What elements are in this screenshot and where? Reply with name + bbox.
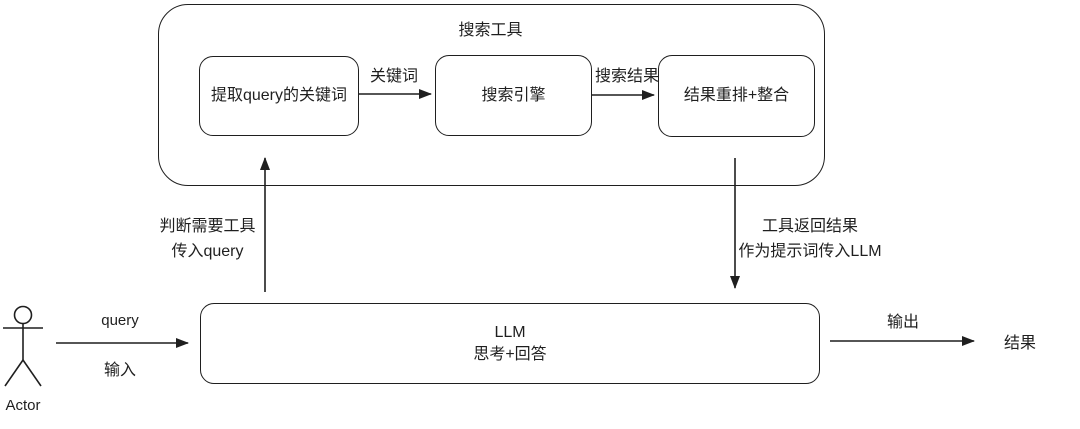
node-extract-keywords-label: 提取query的关键词 bbox=[210, 87, 348, 104]
node-llm-title: LLM bbox=[494, 323, 526, 341]
input-arrow-label-top: query bbox=[101, 312, 139, 329]
result-text: 结果 bbox=[1003, 335, 1036, 352]
node-rerank-merge: 结果重排+整合 bbox=[658, 55, 815, 137]
node-search-engine-label: 搜索引擎 bbox=[481, 86, 546, 104]
keyword-arrow-label: 关键词 bbox=[369, 68, 418, 85]
node-llm: LLM 思考+回答 bbox=[200, 303, 820, 384]
tool-return-label-line2: 作为提示词传入LLM bbox=[738, 243, 882, 260]
invoke-tool-label-line2: 传入query bbox=[171, 243, 244, 260]
search-tool-title: 搜索工具 bbox=[458, 22, 523, 39]
output-arrow-label: 输出 bbox=[886, 314, 919, 331]
node-search-engine: 搜索引擎 bbox=[435, 55, 592, 136]
tool-return-label-line1: 工具返回结果 bbox=[761, 218, 858, 235]
invoke-tool-label-line1: 判断需要工具 bbox=[159, 218, 256, 235]
node-extract-keywords: 提取query的关键词 bbox=[199, 56, 359, 136]
actor-label: Actor bbox=[5, 397, 41, 414]
input-arrow-label-bottom: 输入 bbox=[103, 362, 136, 379]
node-llm-subtitle: 思考+回答 bbox=[473, 345, 547, 363]
invoke-tool-label: 判断需要工具 传入query bbox=[130, 214, 285, 264]
node-rerank-merge-label: 结果重排+整合 bbox=[683, 87, 790, 104]
tool-return-label: 工具返回结果 作为提示词传入LLM bbox=[725, 214, 895, 264]
stick-figure-icon bbox=[3, 305, 43, 387]
search-result-arrow-label: 搜索结果 bbox=[594, 68, 659, 85]
